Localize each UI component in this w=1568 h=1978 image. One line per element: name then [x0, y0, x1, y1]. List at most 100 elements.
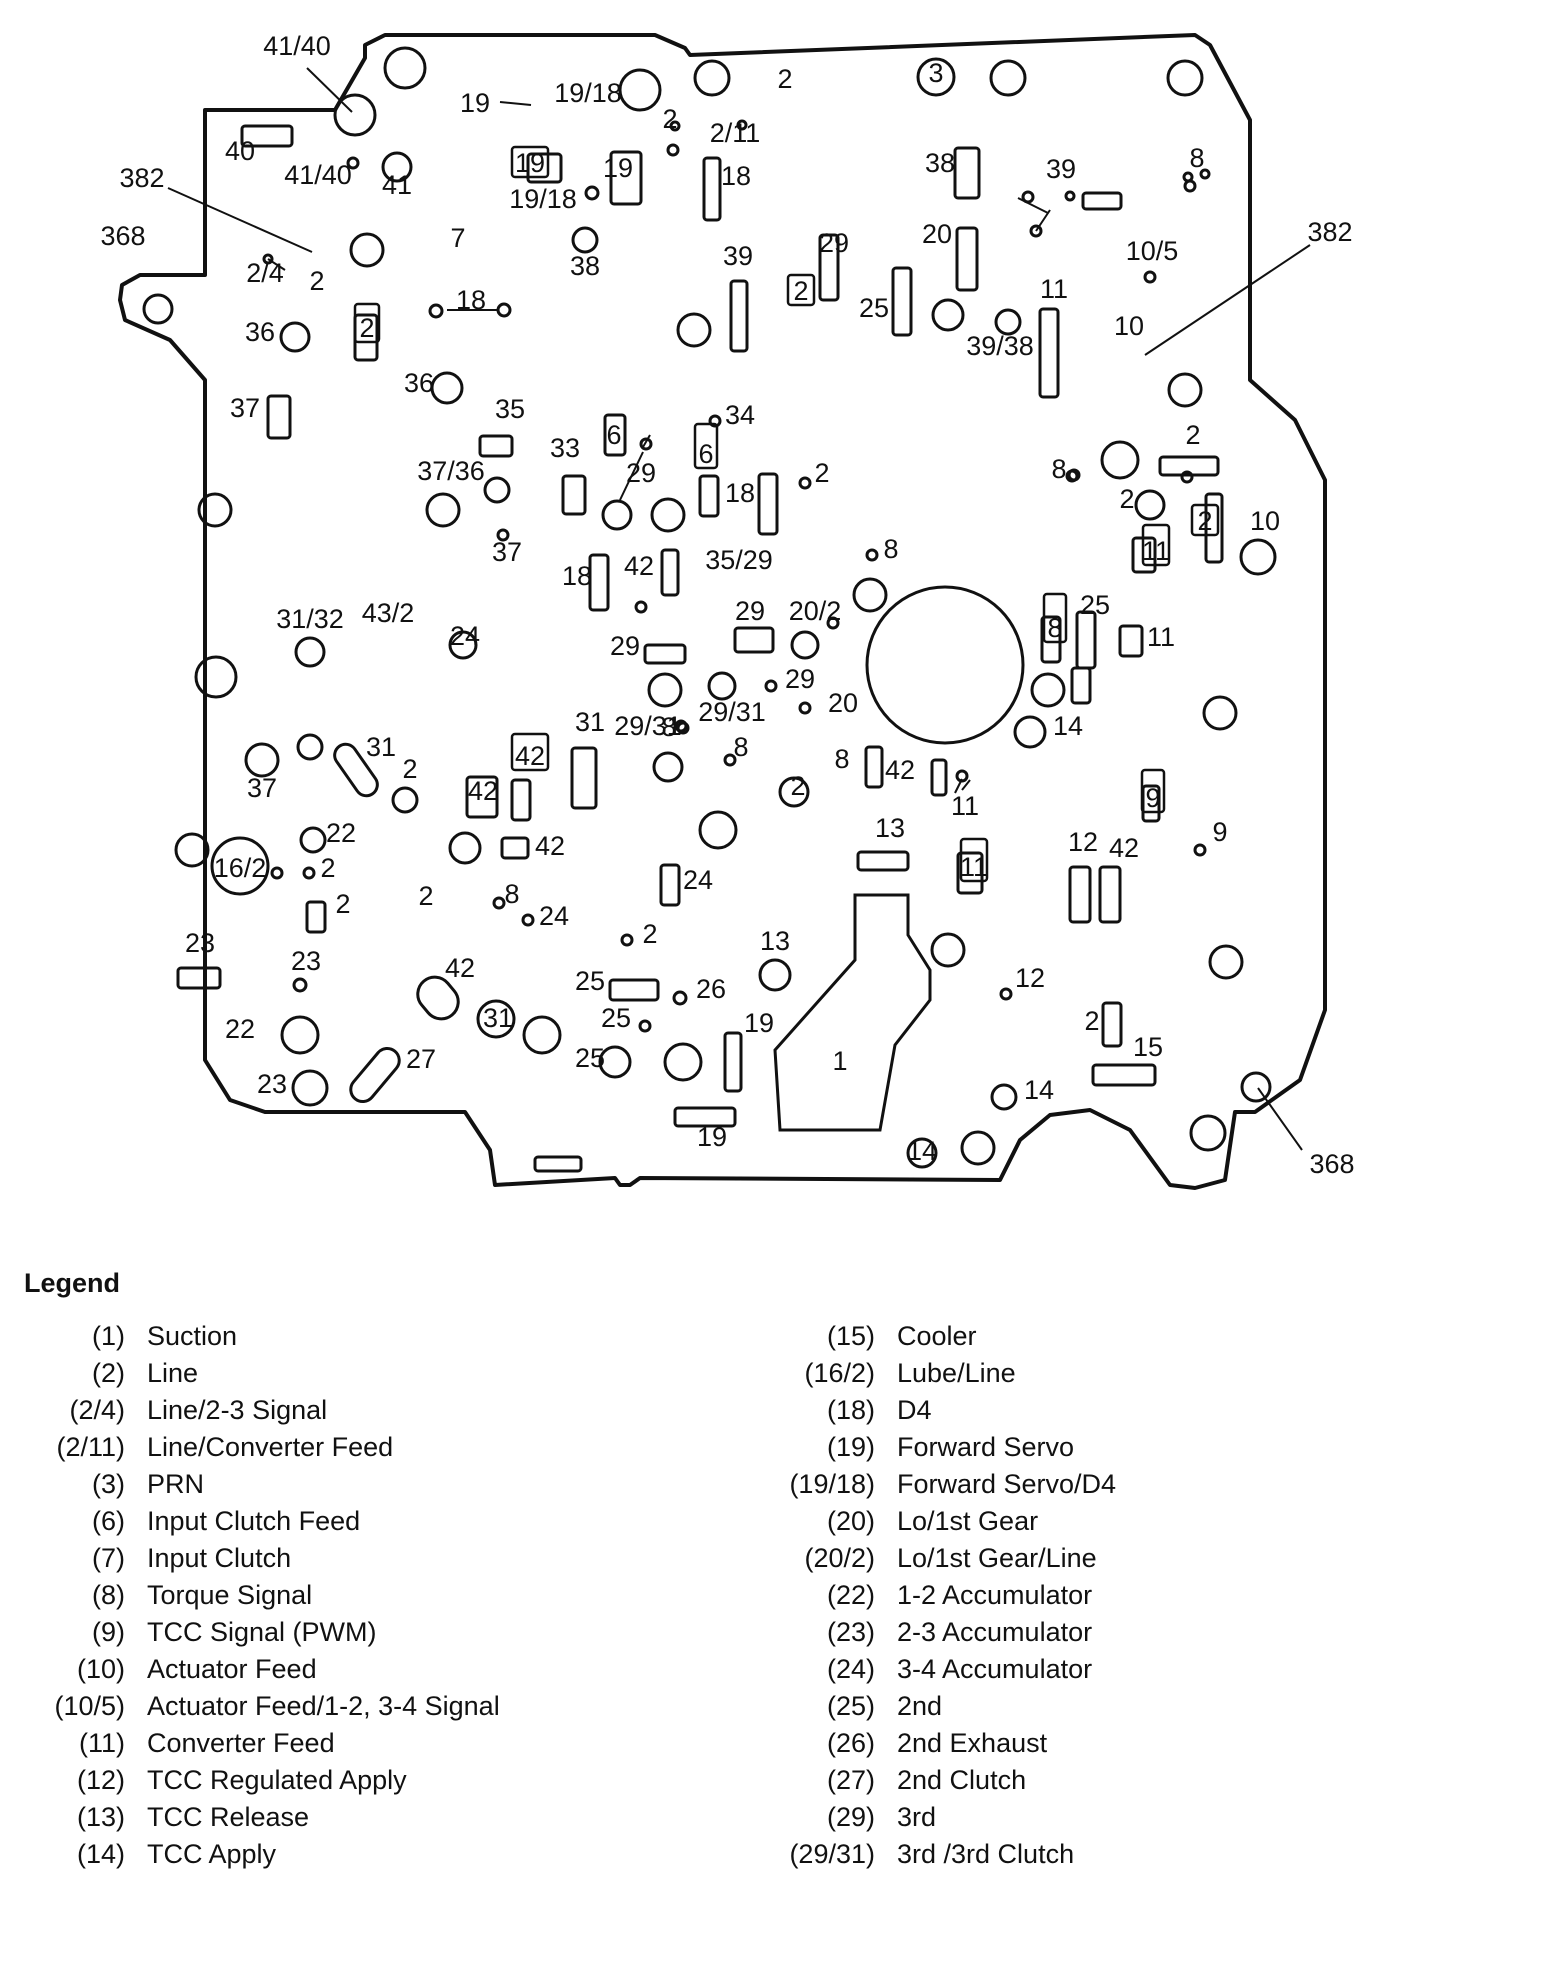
legend-description: Forward Servo	[897, 1432, 1075, 1462]
small-port-hole	[496, 302, 512, 318]
port-label: 12	[1015, 963, 1045, 993]
port-label: 34	[725, 400, 755, 430]
legend-description: Cooler	[897, 1321, 977, 1351]
legend-code: (9)	[92, 1617, 125, 1647]
port-label: 29/31	[698, 697, 766, 727]
small-port-hole	[669, 120, 681, 132]
port-slot	[510, 778, 532, 822]
port-hole	[693, 59, 731, 97]
port-label: 18	[725, 478, 755, 508]
port-slot	[266, 394, 292, 440]
port-label: 16/2	[214, 853, 267, 883]
port-slot	[673, 1106, 737, 1128]
legend-description: TCC Signal (PWM)	[147, 1617, 377, 1647]
angled-slot	[333, 742, 379, 798]
port-hole	[296, 733, 324, 761]
port-hole	[448, 831, 482, 865]
port-label: 40	[225, 136, 255, 166]
port-label: 14	[907, 1136, 937, 1166]
port-label: 382	[119, 163, 164, 193]
port-label: 43/2	[362, 598, 415, 628]
port-label: 382	[1307, 217, 1352, 247]
port-label: 7	[450, 223, 465, 253]
port-slot	[930, 758, 948, 797]
port-slot	[956, 851, 984, 895]
legend-code: (10)	[76, 1654, 125, 1684]
port-hole	[280, 1015, 320, 1055]
legend-description: 3-4 Accumulator	[897, 1654, 1093, 1684]
port-label: 19	[603, 153, 633, 183]
port-slot	[570, 746, 598, 810]
legend-code: (7)	[92, 1543, 125, 1573]
legend-description: Converter Feed	[147, 1728, 335, 1758]
port-label: 9	[1212, 817, 1227, 847]
boxed-label-frame	[1190, 503, 1220, 537]
port-slot	[240, 124, 294, 148]
port-label: 6	[698, 439, 713, 469]
small-port-hole	[764, 679, 778, 693]
port-label: 11	[1040, 274, 1068, 304]
small-port-hole	[1180, 470, 1194, 484]
port-label: 26	[696, 974, 726, 1004]
port-label: 22	[225, 1014, 255, 1044]
small-port-hole	[270, 866, 284, 880]
small-port-hole	[736, 119, 748, 131]
port-slot	[603, 413, 627, 457]
legend-description: Actuator Feed	[147, 1654, 317, 1684]
leader-line	[267, 258, 286, 271]
port-hole	[448, 630, 478, 660]
port-label: 2	[642, 919, 657, 949]
small-port-hole	[674, 719, 688, 733]
small-port-hole	[428, 303, 444, 319]
boxed-label-frame	[510, 732, 550, 772]
angled-slot	[349, 1046, 401, 1104]
legend-code: (26)	[826, 1728, 875, 1758]
small-port-hole	[1143, 270, 1157, 284]
port-slot	[608, 978, 660, 1002]
port-hole	[381, 151, 413, 183]
port-label: 31	[366, 732, 396, 762]
port-slot	[702, 156, 722, 222]
port-label: 24	[683, 865, 713, 895]
port-slot	[1038, 307, 1060, 399]
port-hole	[852, 577, 888, 613]
port-label: 31/32	[276, 604, 344, 634]
port-label: 11	[1147, 622, 1175, 652]
port-hole	[391, 786, 419, 814]
small-port-hole	[999, 987, 1013, 1001]
port-slot	[1204, 492, 1224, 564]
legend-description: 2nd	[897, 1691, 943, 1721]
port-label: 20/2	[789, 596, 842, 626]
port-label: 19/18	[509, 184, 577, 214]
port-label: 11	[951, 791, 979, 821]
port-slot	[1070, 666, 1092, 705]
port-label: 31	[575, 707, 605, 737]
leader-line	[1035, 209, 1051, 232]
port-slot	[953, 146, 981, 200]
port-slot	[723, 1031, 743, 1093]
small-port-hole	[1193, 843, 1207, 857]
port-label: 19	[460, 88, 490, 118]
port-hole	[1208, 944, 1244, 980]
port-label: 37/36	[417, 456, 485, 486]
port-hole	[1013, 715, 1047, 749]
legend-description: Line	[147, 1358, 199, 1388]
port-label: 20	[922, 219, 952, 249]
port-label: 24	[450, 621, 480, 651]
port-slot	[478, 434, 514, 458]
port-hole	[1100, 440, 1140, 480]
port-slot	[533, 1155, 583, 1173]
port-label: 10/5	[1126, 236, 1179, 266]
leader-line	[306, 67, 353, 113]
small-port-hole	[666, 143, 680, 157]
boxed-label-frame	[959, 837, 989, 883]
small-port-hole	[496, 528, 510, 542]
small-port-hole	[1064, 190, 1076, 202]
small-port-hole	[302, 866, 316, 880]
legend-description: 2nd Exhaust	[897, 1728, 1048, 1758]
port-label: 1	[832, 1046, 847, 1076]
port-label: 29	[785, 664, 815, 694]
port-hole	[758, 958, 792, 992]
port-slot	[1091, 1063, 1157, 1087]
port-label: 13	[760, 926, 790, 956]
